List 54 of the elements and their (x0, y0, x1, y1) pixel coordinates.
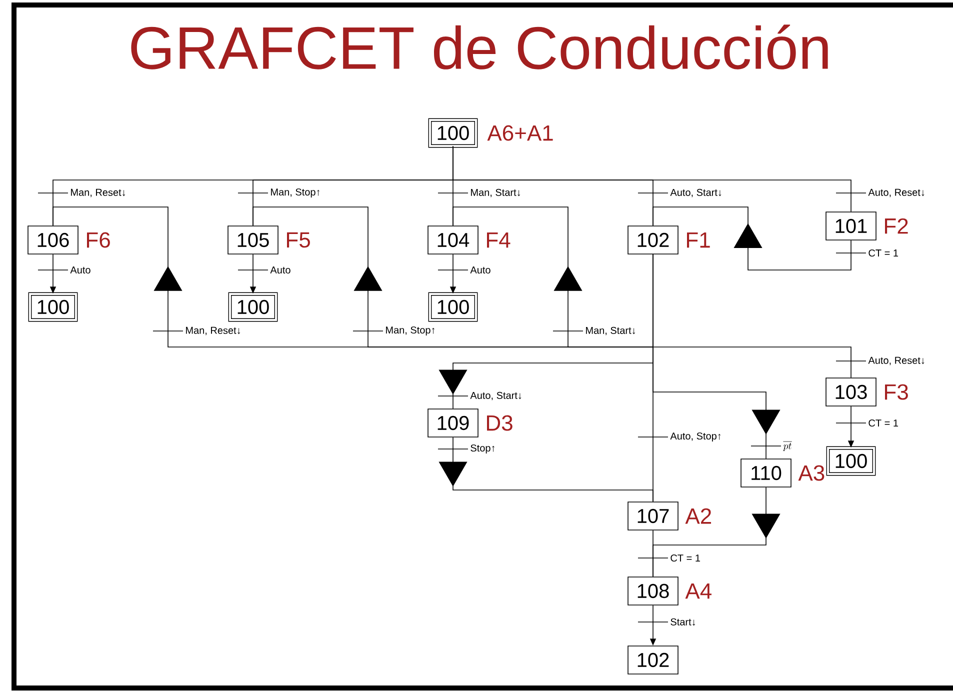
action-label: A4 (685, 583, 712, 599)
edge-label: Stop↑ (469, 443, 497, 455)
action-label: F3 (885, 384, 908, 400)
edge-label: Auto, Reset↓ (867, 356, 926, 366)
initial-step-box: 100 (428, 292, 478, 322)
edge-label: Auto (269, 266, 292, 274)
edge-label: Auto (469, 266, 492, 274)
step-box: 102 (628, 646, 678, 674)
step-box: 110 (740, 458, 792, 488)
step-box: 106 (28, 226, 78, 254)
edge-label: Man, Reset↓ (184, 326, 242, 336)
edge-label: Auto, Stop↑ (669, 431, 723, 443)
edge-label: Man, Stop↑ (269, 187, 322, 199)
initial-step-box: 100 (228, 292, 278, 322)
connector (652, 530, 654, 577)
edge-label: Man, Start↓ (584, 326, 638, 336)
step-box: 109 (428, 408, 478, 438)
action-label: F2 (885, 218, 908, 234)
edge-label: CT = 1 (867, 418, 900, 428)
connector (652, 206, 852, 270)
edge-label: Man, Start↓ (469, 188, 522, 198)
edge-label: CT = 1 (669, 553, 702, 563)
action-label: F1 (687, 232, 710, 248)
action-label: A2 (685, 508, 712, 524)
action-label: F6 (87, 232, 110, 248)
connector (452, 206, 654, 348)
connector (652, 254, 780, 459)
connector (438, 437, 654, 502)
action-label: A6+A1 (487, 125, 553, 141)
initial-step-box: 100 (826, 446, 876, 476)
action-label: F4 (487, 232, 510, 248)
step-box: 108 (628, 576, 678, 606)
edge-label: Auto, Reset↓ (867, 188, 926, 198)
action-label: A3 (798, 465, 824, 481)
action-label: D3 (487, 415, 512, 431)
step-box: 102 (628, 226, 678, 254)
step-box: 103 (826, 378, 876, 406)
edge-label: Man, Stop↑ (384, 325, 437, 337)
title: GRAFCET de Conducción (131, 24, 828, 70)
edge-label: $\overline{pt}$ (782, 440, 793, 452)
initial-step-box: 100 (28, 292, 78, 322)
edge-label: Man, Reset↓ (69, 188, 128, 198)
edge-label: Auto (69, 266, 92, 274)
step-box: 107 (628, 502, 678, 530)
action-label: F5 (287, 232, 310, 248)
connector (452, 146, 852, 212)
step-box: 101 (826, 212, 876, 240)
edge-label: Auto, Start↓ (469, 390, 524, 402)
edge-label: CT = 1 (867, 248, 900, 258)
edge-label: Start↓ (669, 617, 698, 627)
step-box: 105 (228, 226, 278, 254)
edge-label: Auto, Start↓ (669, 188, 724, 198)
initial-step-box: 100 (428, 118, 478, 148)
step-box: 104 (428, 226, 478, 254)
